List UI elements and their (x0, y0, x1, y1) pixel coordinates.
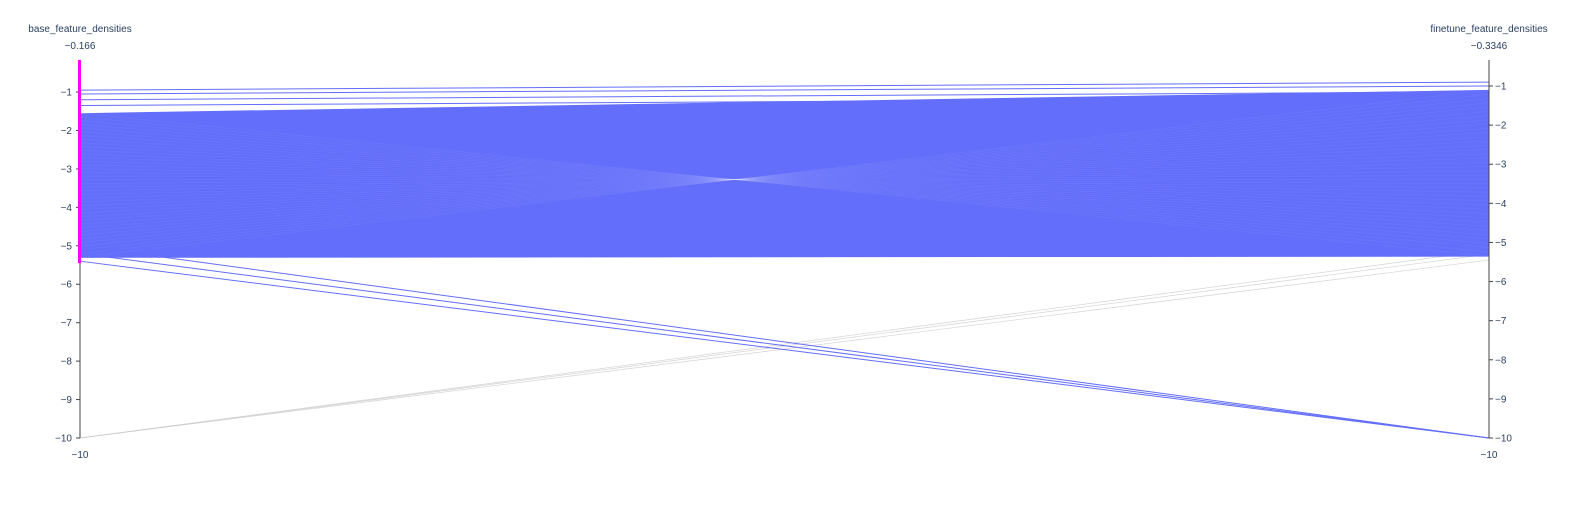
band-texture-line (79, 111, 1490, 240)
band-texture-line (79, 128, 1490, 225)
band-texture-line (79, 161, 1490, 201)
band-texture-line (79, 168, 1490, 193)
band-texture-line (79, 115, 1490, 236)
band-texture-line (79, 175, 1490, 184)
unselected-data-line (79, 249, 1490, 439)
band-texture-line (79, 157, 1490, 199)
band-texture-line (79, 146, 1490, 218)
band-texture-line (79, 135, 1490, 231)
band-texture-line (79, 132, 1490, 221)
band-texture-line (79, 164, 1490, 197)
data-line (79, 253, 1490, 439)
band-texture-line (79, 175, 1490, 184)
tick-label: −10 (55, 434, 72, 445)
data-line (79, 97, 1490, 107)
tick-label: −3 (61, 164, 73, 175)
axis-title-base[interactable]: base_feature_densities (28, 24, 131, 35)
band-texture-line (79, 145, 1490, 210)
tick-label: −4 (1495, 199, 1507, 210)
band-texture-line (79, 153, 1490, 210)
tick-label: −9 (61, 395, 73, 406)
band-texture-line (79, 113, 1490, 257)
band-texture-line (79, 153, 1490, 203)
band-texture-line (79, 123, 1490, 228)
data-line (79, 260, 1490, 439)
data-line (79, 243, 1490, 251)
axis-max-label-base: −0.166 (65, 41, 96, 52)
highlighted-lines-layer (79, 81, 1490, 439)
band-texture-line (79, 102, 1490, 247)
tick-label: −2 (61, 126, 73, 137)
tick-label: −5 (61, 241, 73, 252)
band-texture-line (79, 166, 1490, 191)
tick-label: −2 (1495, 121, 1507, 132)
band-texture-line (79, 94, 1490, 254)
band-texture-line (79, 150, 1490, 214)
axis-ticks-base: −1 −2 −3 −4 −5 −6 −7 −8 −9 −10 (55, 88, 80, 445)
band-texture-line (79, 149, 1490, 206)
data-line (79, 91, 1490, 101)
data-line (79, 85, 1490, 95)
band-texture-line (79, 170, 1490, 188)
tick-label: −5 (1495, 238, 1507, 249)
band-texture-line (79, 142, 1490, 223)
band-texture-line (79, 140, 1490, 214)
tick-label: −6 (1495, 277, 1507, 288)
tick-label: −8 (1495, 355, 1507, 366)
axis-title-finetune[interactable]: finetune_feature_densities (1430, 24, 1547, 35)
band-texture-line (79, 89, 1490, 258)
tick-label: −4 (61, 203, 73, 214)
tick-label: −1 (61, 88, 73, 99)
tick-label: −6 (61, 280, 73, 291)
data-line (79, 245, 1490, 439)
band-texture-line (79, 98, 1490, 251)
tick-label: −7 (1495, 316, 1507, 327)
band-texture-line (79, 157, 1490, 206)
axis-min-label-base: −10 (72, 450, 89, 461)
tick-label: −9 (1495, 394, 1507, 405)
tick-label: −1 (1495, 82, 1507, 93)
data-line (79, 81, 1490, 91)
axis-ticks-finetune: −1 −2 −3 −4 −5 −6 −7 −8 −9 −10 (1489, 82, 1512, 445)
dense-band-layer (79, 89, 1490, 258)
tick-label: −8 (61, 357, 73, 368)
band-texture-line (79, 127, 1490, 240)
band-texture-line (79, 138, 1490, 227)
axis-max-label-finetune: −0.3346 (1471, 41, 1508, 52)
tick-label: −10 (1495, 434, 1512, 445)
axis-finetune-feature-densities[interactable]: finetune_feature_densities −0.3346 −10 −… (1430, 24, 1547, 461)
unselected-data-line (79, 259, 1490, 439)
axis-min-label-finetune: −10 (1481, 450, 1498, 461)
band-texture-line (79, 136, 1490, 217)
band-texture-line (79, 120, 1490, 248)
band-texture-line (79, 131, 1490, 235)
dense-line-band (80, 89, 1489, 258)
band-texture-line (79, 116, 1490, 253)
band-texture-line (79, 119, 1490, 232)
band-texture-line (79, 172, 1490, 189)
band-texture-line (79, 106, 1490, 243)
axis-base-feature-densities[interactable]: base_feature_densities −0.166 −10 −1 −2 −3… (28, 24, 131, 461)
data-line (79, 255, 1490, 258)
constraint-brush-base[interactable] (78, 60, 81, 264)
tick-label: −3 (1495, 160, 1507, 171)
band-texture-line (79, 124, 1490, 244)
band-texture-line (79, 162, 1490, 195)
tick-label: −7 (61, 318, 73, 329)
